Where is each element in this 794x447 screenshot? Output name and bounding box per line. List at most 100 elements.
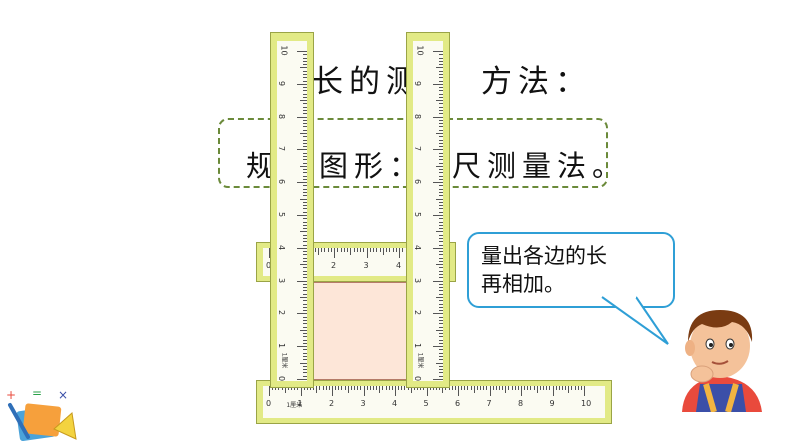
- ruler-number: 4: [392, 399, 398, 408]
- ruler-tick: [303, 119, 307, 121]
- ruler-tick: [303, 152, 307, 154]
- ruler-tick: [300, 67, 307, 69]
- ruler-tick: [372, 386, 374, 390]
- ruler-tick: [306, 386, 308, 390]
- ruler-number: 2: [413, 310, 423, 316]
- ruler-tick: [337, 248, 339, 252]
- ruler-tick: [483, 386, 485, 390]
- ruler-tick: [303, 192, 307, 194]
- ruler-tick: [439, 172, 443, 174]
- ruler-tick: [454, 386, 456, 390]
- ruler-tick: [303, 54, 307, 56]
- ruler-tick: [429, 386, 431, 390]
- ruler-tick: [439, 146, 443, 148]
- ruler-tick: [439, 93, 443, 95]
- ruler-tick: [303, 90, 307, 92]
- ruler-number: 0: [266, 261, 272, 270]
- ruler-tick: [439, 365, 443, 367]
- ruler-tick: [303, 211, 307, 213]
- svg-text:×: ×: [58, 388, 68, 402]
- speech-bubble-tail-icon: [601, 296, 669, 345]
- ruler-tick: [442, 386, 444, 393]
- ruler-tick: [327, 248, 329, 252]
- ruler-tick: [439, 106, 443, 108]
- ruler-tick: [561, 386, 563, 390]
- ruler-tick: [502, 386, 504, 390]
- ruler-tick: [303, 136, 307, 138]
- ruler-tick: [300, 297, 307, 298]
- ruler-tick: [303, 106, 307, 108]
- ruler-tick: [436, 297, 443, 298]
- ruler-tick: [476, 386, 478, 390]
- ruler-number: 5: [423, 399, 429, 408]
- ruler-number: 4: [396, 261, 402, 270]
- ruler-tick: [549, 386, 551, 390]
- ruler-tick: [297, 51, 307, 52]
- ruler-number: 0: [413, 375, 423, 382]
- ruler-tick: [439, 54, 443, 56]
- ruler-tick: [404, 386, 406, 390]
- ruler-tick: [433, 116, 443, 118]
- ruler-tick: [303, 77, 307, 79]
- ruler-tick: [343, 248, 345, 252]
- measured-square: [306, 281, 410, 381]
- ruler-tick: [439, 70, 443, 72]
- ruler-tick: [350, 386, 352, 390]
- ruler-tick: [303, 96, 307, 98]
- ruler-tick: [303, 73, 307, 75]
- ruler-tick: [291, 386, 293, 390]
- ruler-tick: [436, 198, 443, 200]
- ruler-tick: [303, 349, 307, 351]
- ruler-tick: [303, 64, 307, 66]
- ruler-tick: [303, 251, 307, 253]
- ruler-tick: [303, 386, 305, 390]
- ruler-tick: [303, 300, 307, 302]
- ruler-tick: [303, 257, 307, 259]
- ruler-tick: [436, 165, 443, 167]
- ruler-tick: [303, 155, 307, 157]
- ruler-tick: [338, 386, 340, 390]
- ruler-tick: [303, 178, 307, 180]
- ruler-tick: [303, 293, 307, 295]
- ruler-tick: [439, 356, 443, 358]
- ruler-tick: [584, 386, 585, 396]
- ruler-tick: [303, 80, 307, 82]
- ruler-tick: [426, 386, 428, 396]
- ruler-tick: [568, 386, 570, 393]
- ruler-tick: [275, 386, 277, 390]
- ruler-tick: [303, 244, 307, 246]
- ruler-tick: [269, 248, 270, 258]
- ruler-tick: [316, 386, 318, 393]
- ruler-tick: [303, 172, 307, 174]
- ruler-tick: [439, 129, 443, 131]
- ruler-tick: [313, 386, 315, 390]
- ruler-tick: [303, 369, 307, 371]
- ruler-tick: [303, 60, 307, 62]
- ruler-tick: [439, 96, 443, 98]
- ruler-tick: [439, 201, 443, 203]
- ruler-tick: [439, 221, 443, 223]
- ruler-number: 6: [277, 179, 287, 185]
- page-title: 长的测方法：: [312, 56, 592, 101]
- ruler-number: 5: [413, 211, 423, 218]
- ruler-tick: [303, 123, 307, 125]
- ruler-tick: [382, 386, 384, 390]
- ruler-tick: [433, 313, 443, 315]
- ruler-tick: [303, 110, 307, 112]
- ruler-tick: [433, 247, 443, 249]
- ruler-tick: [303, 126, 307, 128]
- ruler-tick: [294, 386, 296, 390]
- ruler-tick: [436, 329, 443, 331]
- svg-text:=: =: [32, 386, 42, 400]
- ruler-tick: [439, 188, 443, 190]
- ruler-tick: [439, 80, 443, 82]
- ruler-number: 4: [277, 244, 287, 250]
- rule-part-b: 图形：: [319, 149, 425, 183]
- ruler-tick: [297, 149, 307, 151]
- ruler-tick: [448, 386, 450, 390]
- ruler-tick: [303, 93, 307, 95]
- ruler-tick: [439, 319, 443, 321]
- ruler-tick: [303, 224, 307, 226]
- ruler-tick: [439, 208, 443, 210]
